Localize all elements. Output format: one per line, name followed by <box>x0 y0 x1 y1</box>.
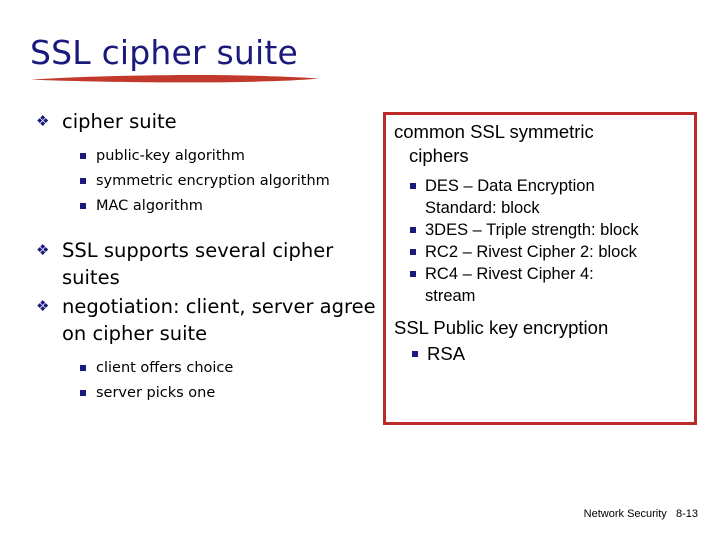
bullet-label: negotiation: client, server agree on cip… <box>62 295 376 345</box>
square-bullet-icon <box>80 390 86 396</box>
diamond-bullet-icon: ❖ <box>36 241 50 259</box>
sub-bullet-item: client offers choice <box>30 356 382 381</box>
title-underline-brushstroke <box>31 74 319 83</box>
sublist-negotiation: client offers choice server picks one <box>30 356 382 406</box>
right-highlight-box: common SSL symmetric ciphers DES – Data … <box>383 112 697 425</box>
right-box-content: common SSL symmetric ciphers DES – Data … <box>391 120 689 366</box>
cipher-label-line2: stream <box>425 287 476 305</box>
cipher-label-line1: RC2 – Rivest Cipher 2: block <box>425 243 637 261</box>
square-bullet-icon <box>410 227 416 233</box>
cipher-list-item: RC4 – Rivest Cipher 4: stream <box>391 263 689 307</box>
slide-footer: Network Security 8-13 <box>583 508 698 520</box>
cipher-label-line1: RC4 – Rivest Cipher 4: <box>425 265 594 283</box>
right-box-heading-line1: common SSL symmetric <box>394 121 594 142</box>
page-title: SSL cipher suite <box>30 33 299 72</box>
sub-bullet-item: symmetric encryption algorithm <box>30 169 382 194</box>
bullet-item-cipher-suite: ❖ cipher suite <box>30 108 382 135</box>
cipher-label-line1: DES – Data Encryption <box>425 177 595 195</box>
bullet-label: SSL supports several cipher suites <box>62 239 334 289</box>
sub-bullet-label: server picks one <box>96 385 216 401</box>
square-bullet-icon <box>410 249 416 255</box>
sub-bullet-label: client offers choice <box>96 360 234 376</box>
public-key-label: RSA <box>427 343 466 364</box>
cipher-list-item: 3DES – Triple strength: block <box>391 219 689 241</box>
sub-bullet-item: MAC algorithm <box>30 194 382 219</box>
left-content-column: ❖ cipher suite public-key algorithm symm… <box>30 108 382 406</box>
square-bullet-icon <box>80 153 86 159</box>
square-bullet-icon <box>410 183 416 189</box>
bullet-item-ssl-supports: ❖ SSL supports several cipher suites <box>30 237 382 291</box>
sub-bullet-label: symmetric encryption algorithm <box>96 173 330 189</box>
public-key-heading: SSL Public key encryption <box>394 317 609 338</box>
cipher-label-line2: Standard: block <box>425 199 540 217</box>
sublist-cipher-suite: public-key algorithm symmetric encryptio… <box>30 144 382 219</box>
sub-bullet-item: server picks one <box>30 381 382 406</box>
square-bullet-icon <box>412 351 418 357</box>
sub-bullet-item: public-key algorithm <box>30 144 382 169</box>
public-key-list-item: RSA <box>391 342 689 366</box>
diamond-bullet-icon: ❖ <box>36 112 50 130</box>
diamond-bullet-icon: ❖ <box>36 297 50 315</box>
square-bullet-icon <box>80 365 86 371</box>
cipher-list: DES – Data Encryption Standard: block 3D… <box>391 175 689 307</box>
square-bullet-icon <box>80 203 86 209</box>
cipher-label-line1: 3DES – Triple strength: block <box>425 221 639 239</box>
sub-bullet-label: public-key algorithm <box>96 148 245 164</box>
bullet-item-negotiation: ❖ negotiation: client, server agree on c… <box>30 293 382 347</box>
square-bullet-icon <box>80 178 86 184</box>
cipher-list-item: RC2 – Rivest Cipher 2: block <box>391 241 689 263</box>
sub-bullet-label: MAC algorithm <box>96 198 203 214</box>
right-box-heading-line2: ciphers <box>409 145 469 166</box>
bullet-label: cipher suite <box>62 110 177 133</box>
square-bullet-icon <box>410 271 416 277</box>
cipher-list-item: DES – Data Encryption Standard: block <box>391 175 689 219</box>
right-box-heading: common SSL symmetric ciphers <box>391 120 689 168</box>
